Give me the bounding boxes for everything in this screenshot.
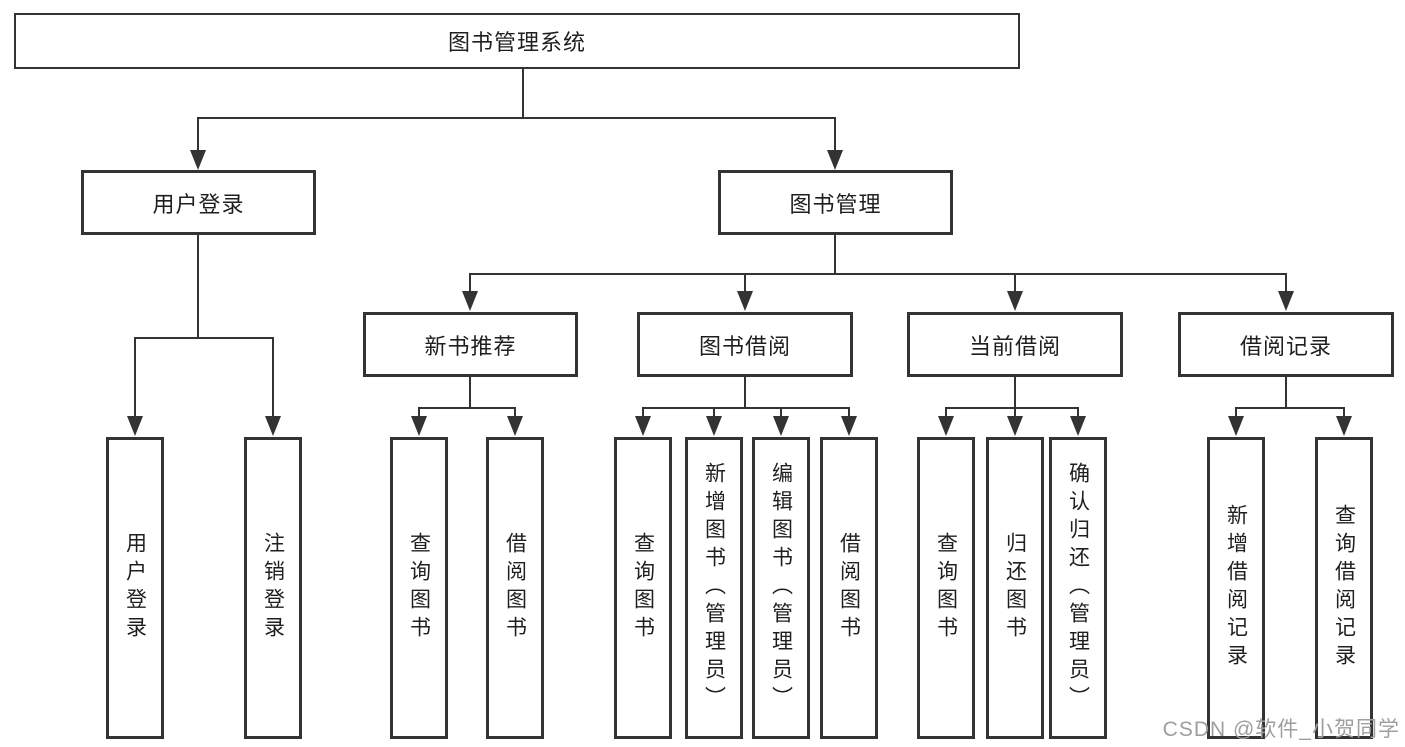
leaf-label: 借阅图书 bbox=[503, 532, 527, 644]
leaf-label: 查询图书 bbox=[407, 532, 431, 644]
connector-line bbox=[780, 407, 782, 418]
connector-line bbox=[713, 407, 715, 418]
connector-line bbox=[134, 337, 136, 418]
arrowhead-icon bbox=[938, 416, 954, 436]
leaf-label: 借阅图书 bbox=[837, 532, 861, 644]
connector-line bbox=[134, 337, 274, 339]
leaf-query-borrow-record: 查询借阅记录 bbox=[1315, 437, 1373, 739]
leaf-label: 归还图书 bbox=[1003, 532, 1027, 644]
leaf-query-books-borrowing: 查询图书 bbox=[614, 437, 672, 739]
arrowhead-icon bbox=[635, 416, 651, 436]
leaf-label: 新增借阅记录 bbox=[1224, 504, 1248, 672]
node-label: 图书管理系统 bbox=[447, 30, 586, 55]
connector-line bbox=[1077, 407, 1079, 418]
node-book-management-system: 图书管理系统 bbox=[14, 13, 1020, 69]
connector-line bbox=[1014, 273, 1016, 293]
node-label: 当前借阅 bbox=[968, 333, 1061, 359]
leaf-label: 查询图书 bbox=[631, 532, 655, 644]
leaf-label: 编辑图书（管理员） bbox=[769, 462, 793, 714]
watermark: CSDN @软件_小贺同学 bbox=[1162, 718, 1400, 741]
leaf-return-book: 归还图书 bbox=[986, 437, 1044, 739]
connector-line bbox=[744, 273, 746, 293]
connector-line bbox=[522, 69, 524, 118]
leaf-query-books-recommend: 查询图书 bbox=[390, 437, 448, 739]
arrowhead-icon bbox=[773, 416, 789, 436]
leaf-user-login: 用户登录 bbox=[106, 437, 164, 739]
leaf-edit-book-admin: 编辑图书（管理员） bbox=[752, 437, 810, 739]
connector-line bbox=[469, 273, 471, 293]
arrowhead-icon bbox=[841, 416, 857, 436]
connector-line bbox=[834, 235, 836, 275]
node-book-borrowing: 图书借阅 bbox=[637, 312, 853, 377]
leaf-borrow-books-recommend: 借阅图书 bbox=[486, 437, 544, 739]
leaf-confirm-return-admin: 确认归还（管理员） bbox=[1049, 437, 1107, 739]
connector-line bbox=[642, 407, 850, 409]
connector-line bbox=[945, 407, 947, 418]
connector-line bbox=[197, 117, 836, 119]
connector-line bbox=[1343, 407, 1345, 418]
connector-line bbox=[945, 407, 1079, 409]
node-label: 图书借阅 bbox=[698, 333, 791, 359]
arrowhead-icon bbox=[737, 291, 753, 311]
connector-line bbox=[418, 407, 516, 409]
connector-line bbox=[848, 407, 850, 418]
arrowhead-icon bbox=[1007, 291, 1023, 311]
connector-line bbox=[469, 273, 1287, 275]
leaf-borrow-books-borrowing: 借阅图书 bbox=[820, 437, 878, 739]
arrowhead-icon bbox=[265, 416, 281, 436]
leaf-add-borrow-record: 新增借阅记录 bbox=[1207, 437, 1265, 739]
connector-line bbox=[1014, 407, 1016, 418]
connector-line bbox=[1235, 407, 1345, 409]
leaf-label: 确认归还（管理员） bbox=[1066, 462, 1090, 714]
leaf-label: 查询图书 bbox=[934, 532, 958, 644]
arrowhead-icon bbox=[706, 416, 722, 436]
connector-line bbox=[514, 407, 516, 418]
node-current-borrowing: 当前借阅 bbox=[907, 312, 1123, 377]
node-label: 用户登录 bbox=[152, 191, 245, 217]
arrowhead-icon bbox=[1228, 416, 1244, 436]
node-label: 图书管理 bbox=[789, 191, 882, 217]
connector-line bbox=[197, 235, 199, 338]
node-book-management: 图书管理 bbox=[718, 170, 953, 235]
connector-line bbox=[1285, 377, 1287, 408]
leaf-label: 查询借阅记录 bbox=[1332, 504, 1356, 672]
connector-line bbox=[834, 117, 836, 153]
arrowhead-icon bbox=[190, 150, 206, 170]
leaf-label: 用户登录 bbox=[123, 532, 147, 644]
connector-line bbox=[1285, 273, 1287, 293]
arrowhead-icon bbox=[127, 416, 143, 436]
leaf-add-book-admin: 新增图书（管理员） bbox=[685, 437, 743, 739]
arrowhead-icon bbox=[411, 416, 427, 436]
leaf-label: 注销登录 bbox=[261, 532, 285, 644]
connector-line bbox=[418, 407, 420, 418]
arrowhead-icon bbox=[827, 150, 843, 170]
arrowhead-icon bbox=[1336, 416, 1352, 436]
connector-line bbox=[1235, 407, 1237, 418]
connector-line bbox=[197, 117, 199, 153]
connector-line bbox=[469, 377, 471, 408]
arrowhead-icon bbox=[1278, 291, 1294, 311]
node-user-login: 用户登录 bbox=[81, 170, 316, 235]
connector-line bbox=[1014, 377, 1016, 408]
connector-line bbox=[272, 337, 274, 418]
connector-line bbox=[642, 407, 644, 418]
arrowhead-icon bbox=[1007, 416, 1023, 436]
node-label: 借阅记录 bbox=[1239, 333, 1332, 359]
leaf-logout-login: 注销登录 bbox=[244, 437, 302, 739]
arrowhead-icon bbox=[462, 291, 478, 311]
arrowhead-icon bbox=[1070, 416, 1086, 436]
arrowhead-icon bbox=[507, 416, 523, 436]
leaf-query-books-current: 查询图书 bbox=[917, 437, 975, 739]
leaf-label: 新增图书（管理员） bbox=[702, 462, 726, 714]
node-new-book-recommend: 新书推荐 bbox=[363, 312, 578, 377]
node-label: 新书推荐 bbox=[424, 333, 517, 359]
connector-line bbox=[744, 377, 746, 408]
node-borrowing-records: 借阅记录 bbox=[1178, 312, 1394, 377]
